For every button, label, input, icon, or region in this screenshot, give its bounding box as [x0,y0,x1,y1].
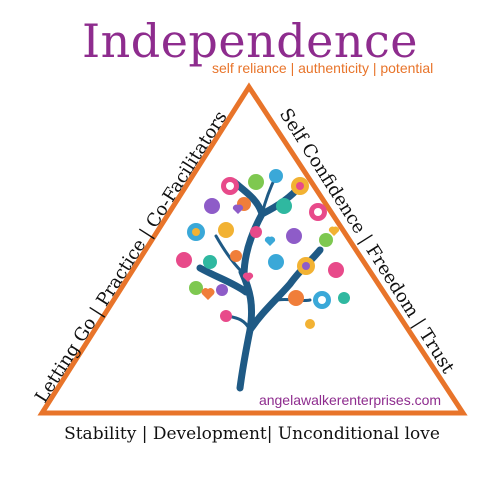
tree-trunk [196,178,324,392]
website-label: angelawalkerenterprises.com [259,392,441,408]
left-side-label: Letting Go | Practice | Co-Facilitators [31,107,231,406]
bottom-side-label: Stability | Development| Unconditional l… [64,424,440,444]
subtitle: self reliance | authenticity | potential [212,60,434,76]
title: Independence [81,14,419,68]
right-side-label: Self Confidence | Freedom | Trust [275,105,459,378]
tree-icon [176,169,350,392]
tree-foliage [176,169,350,329]
triangle [37,82,468,416]
tree-trunk-thin [214,174,312,332]
